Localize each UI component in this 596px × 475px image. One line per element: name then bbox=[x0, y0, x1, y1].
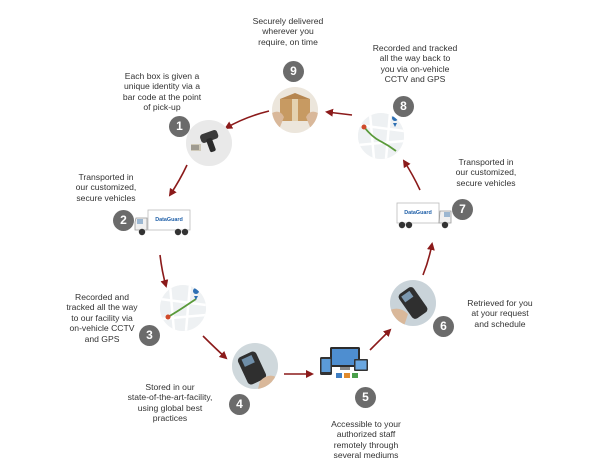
truck-icon: DataGuard bbox=[395, 193, 453, 239]
devices-icon bbox=[318, 343, 370, 389]
step-6-badge: 6 bbox=[433, 316, 454, 337]
step-3-caption: Recorded and tracked all the way to our … bbox=[66, 292, 138, 344]
step-6-caption: Retrieved for you at your request and sc… bbox=[467, 298, 533, 329]
arrow-1-to-2 bbox=[168, 164, 188, 197]
step-9-badge: 9 bbox=[283, 61, 304, 82]
step-2-caption: Transported in our customized, secure ve… bbox=[75, 172, 137, 203]
step-3-badge: 3 bbox=[139, 325, 160, 346]
step-4-badge: 4 bbox=[229, 394, 250, 415]
barcode-scanner-icon bbox=[186, 120, 232, 166]
step-2-badge: 2 bbox=[113, 210, 134, 231]
arrow-8-to-9 bbox=[325, 108, 353, 117]
gps-map-icon bbox=[160, 285, 206, 331]
box-delivery-icon bbox=[272, 87, 318, 133]
arrow-5-to-6 bbox=[369, 328, 392, 351]
truck-logo-label: DataGuard bbox=[155, 217, 183, 223]
step-7-caption: Transported in our customized, secure ve… bbox=[455, 157, 517, 188]
arrow-3-to-4 bbox=[202, 335, 228, 360]
arrow-9-to-1 bbox=[224, 110, 270, 130]
handheld-terminal-icon bbox=[390, 280, 436, 326]
truck-icon: DataGuard bbox=[134, 200, 192, 246]
step-5-caption: Accessible to your authorized staff remo… bbox=[331, 419, 401, 461]
arrow-2-to-3 bbox=[159, 254, 169, 288]
step-8-caption: Recorded and tracked all the way back to… bbox=[372, 43, 458, 85]
arrow-6-to-7 bbox=[422, 242, 435, 276]
truck-logo-label: DataGuard bbox=[404, 210, 432, 216]
step-7-badge: 7 bbox=[452, 199, 473, 220]
step-1-caption: Each box is given a unique identity via … bbox=[122, 71, 202, 113]
step-5-badge: 5 bbox=[355, 387, 376, 408]
arrow-7-to-8 bbox=[402, 159, 421, 191]
handheld-terminal-icon bbox=[232, 343, 278, 389]
step-1-badge: 1 bbox=[169, 116, 190, 137]
step-8-badge: 8 bbox=[393, 96, 414, 117]
step-4-caption: Stored in our state-of-the-art-facility,… bbox=[127, 382, 213, 424]
gps-map-icon bbox=[358, 113, 404, 159]
step-9-caption: Securely delivered wherever you require,… bbox=[252, 16, 324, 47]
